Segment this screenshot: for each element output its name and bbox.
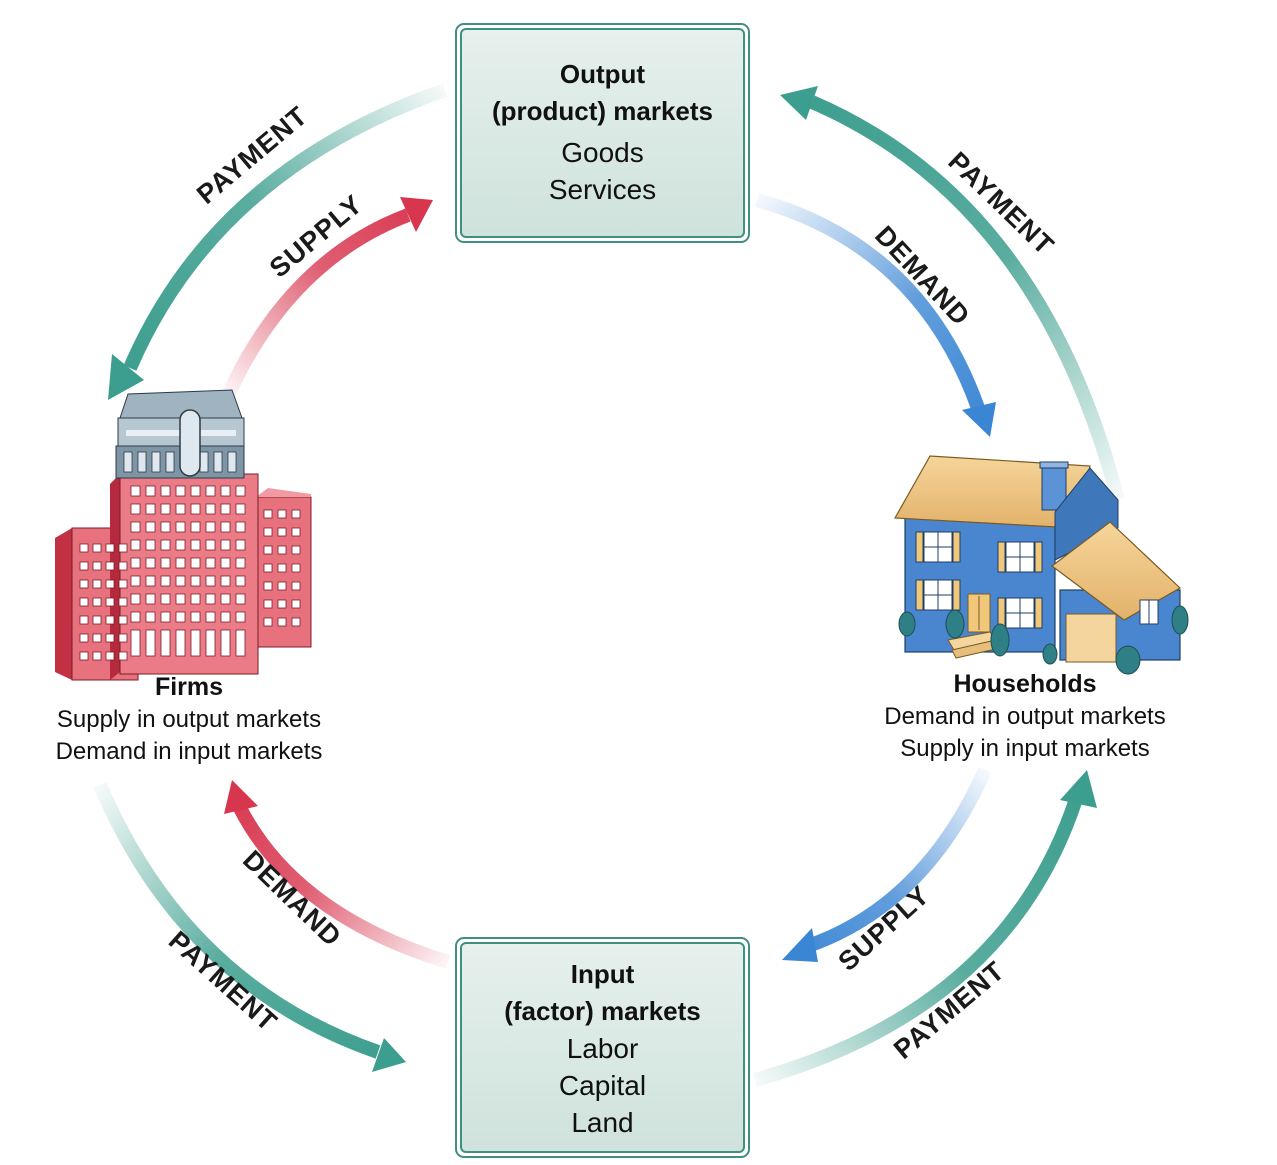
demand-arrow-firms-from-input: [224, 780, 451, 969]
supply-arrow-firms-to-output: [221, 197, 433, 398]
output-markets-box: Output (product) markets Goods Services: [455, 23, 750, 243]
payment-arrow-top-left: [108, 83, 448, 400]
input-market-item: Capital: [558, 1070, 647, 1101]
supply-arrow-households-to-input: [782, 767, 992, 962]
firms-caption: Firms Supply in output markets Demand in…: [14, 671, 364, 768]
households-title: Households: [953, 670, 1097, 698]
input-markets-box: Input (factor) markets Labor Capital Lan…: [455, 937, 750, 1158]
label-demand-bottom-left: DEMAND: [237, 844, 347, 952]
households-role-output: Demand in output markets: [884, 703, 1166, 730]
firms-title: Firms: [154, 673, 224, 701]
output-markets-title-line2: (product) markets: [491, 96, 714, 126]
households-house-icon: [894, 455, 1189, 675]
households-caption: Households Demand in output markets Supp…: [845, 668, 1205, 765]
firms-role-input: Demand in input markets: [55, 738, 323, 765]
input-market-item: Land: [571, 1107, 634, 1138]
label-payment-bottom-left: PAYMENT: [163, 925, 283, 1037]
payment-arrow-bottom-left: [93, 782, 406, 1072]
input-markets-title-line1: Input: [570, 959, 635, 989]
output-market-item: Goods: [561, 137, 644, 168]
demand-arrow-households-from-output: [755, 193, 996, 437]
firms-role-output: Supply in output markets: [56, 706, 322, 733]
payment-arrow-top-right: [780, 86, 1125, 502]
output-market-item: Services: [548, 174, 657, 205]
input-markets-title-line2: (factor) markets: [504, 996, 701, 1026]
input-market-item: Labor: [566, 1033, 639, 1064]
households-role-input: Supply in input markets: [900, 735, 1150, 762]
firms-building-icon: [55, 389, 312, 681]
output-markets-title-line1: Output: [559, 59, 646, 89]
payment-arrow-bottom-right: [753, 770, 1097, 1087]
